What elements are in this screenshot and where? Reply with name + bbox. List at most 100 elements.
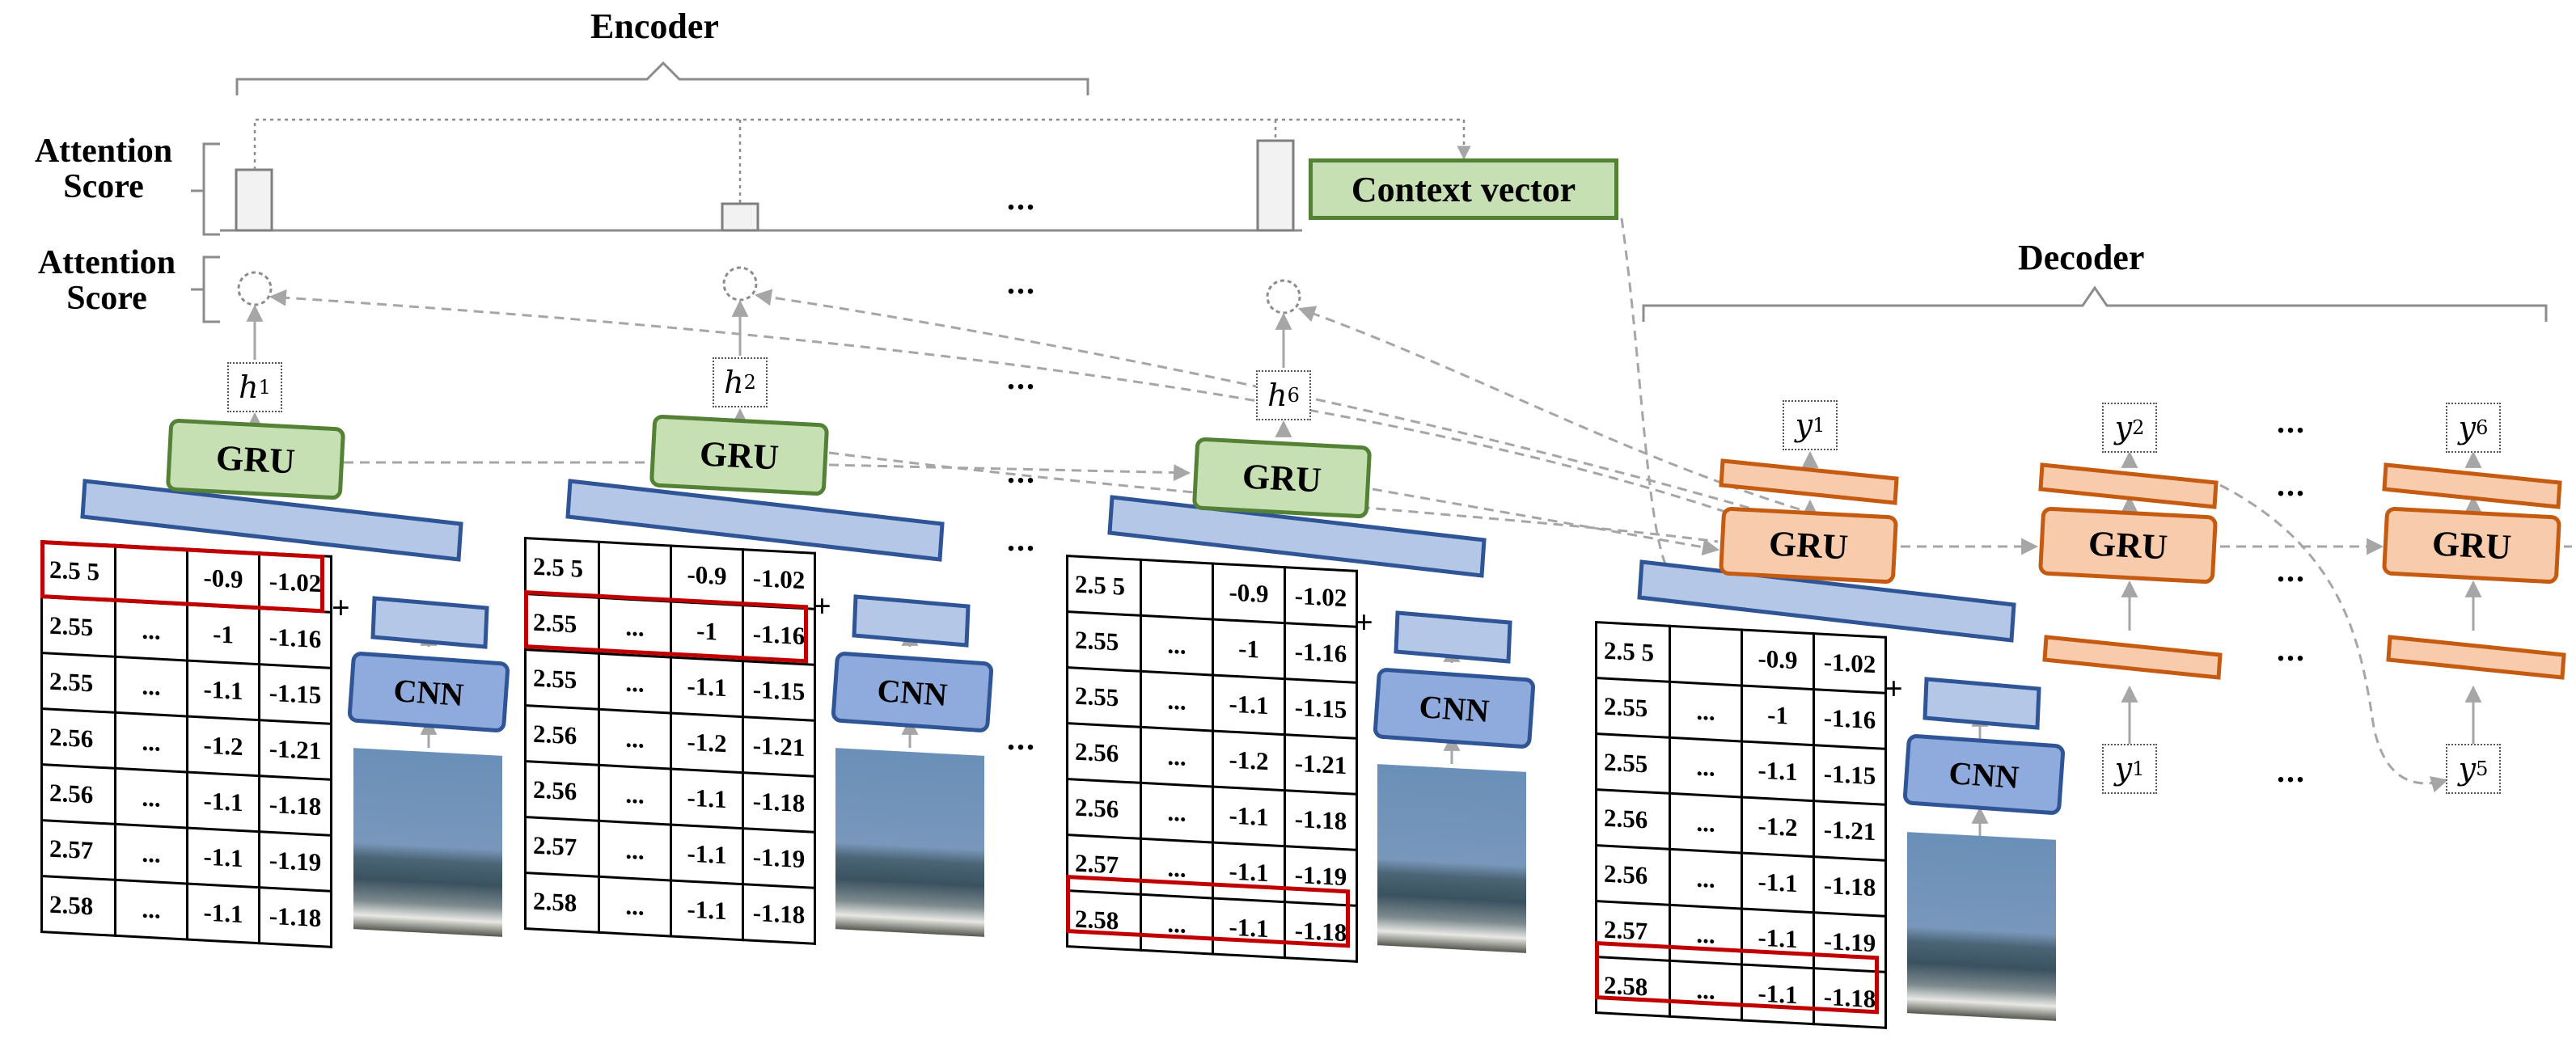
table-cell: -1.18	[742, 884, 815, 944]
table-cell: -1.1	[1741, 909, 1814, 969]
plus-sign: +	[813, 588, 831, 624]
fc-bar-3	[1107, 495, 1487, 578]
cnn-fc-1	[370, 596, 489, 649]
table-cell: ...	[115, 656, 188, 717]
table-cell: -1.1	[1741, 741, 1814, 801]
table-cell: ...	[1669, 905, 1742, 965]
table-cell: -1.19	[1813, 912, 1886, 973]
table-cell: -1.1	[187, 661, 260, 720]
table-cell: ...	[1140, 838, 1213, 899]
table-cell: 2.55	[41, 652, 116, 713]
table-cell: 2.55	[1067, 667, 1141, 728]
encoder-brace	[235, 61, 1089, 95]
table-cell: ...	[1669, 682, 1742, 742]
table-cell: -1.21	[1813, 800, 1886, 861]
table-cell: -1.2	[670, 713, 743, 773]
table-cell: -1.18	[259, 887, 332, 948]
table-cell: ...	[599, 821, 671, 881]
plus-sign: +	[332, 589, 350, 626]
fc-bar-1	[80, 479, 463, 562]
table-cell: -1.1	[670, 880, 743, 940]
table-cell: -1.02	[1813, 633, 1886, 694]
input-image-2	[835, 748, 984, 937]
table-cell: ...	[1140, 671, 1213, 732]
ellipsis: ...	[2277, 403, 2306, 440]
ellipsis: ...	[1007, 264, 1036, 301]
table-cell: -1.2	[1212, 731, 1285, 791]
ellipsis: ...	[1007, 180, 1036, 217]
attention-score-label-top: Attention Score	[34, 133, 173, 206]
input-image-1	[353, 748, 502, 937]
cnn-fc-4	[1922, 677, 2041, 730]
table-cell: -0.9	[670, 546, 743, 606]
table-cell: -1.2	[187, 716, 260, 776]
table-cell: -1.1	[187, 772, 260, 832]
table-cell: ...	[115, 880, 188, 940]
table-cell: ...	[1140, 615, 1213, 676]
table-cell: -1.19	[259, 831, 332, 892]
table-cell: -1.19	[1284, 846, 1357, 906]
cnn-block-4: CNN	[1902, 733, 2066, 816]
table-cell: -1.16	[1284, 623, 1357, 683]
table-cell: ...	[115, 768, 188, 829]
table-cell: -1.16	[1813, 689, 1886, 749]
context-vector-label: Context vector	[1351, 169, 1576, 209]
table-cell: ...	[1140, 894, 1213, 955]
table-cell: ...	[1140, 783, 1213, 843]
table-cell: 2.56	[1596, 845, 1670, 905]
decoder-title: Decoder	[2018, 238, 2145, 277]
table-cell: -1	[1212, 619, 1285, 679]
table-cell: 2.56	[41, 708, 116, 769]
table-cell: ...	[1669, 849, 1742, 910]
table-cell: ...	[1669, 737, 1742, 798]
gru-encoder-1: GRU	[165, 418, 346, 500]
table-cell: ...	[1669, 960, 1742, 1021]
decoder-embed-2	[2042, 635, 2223, 680]
table-cell: -1.1	[1212, 842, 1285, 902]
table-cell: -1.1	[1212, 787, 1285, 846]
table-cell: 2.5 5	[1596, 622, 1670, 682]
gru-decoder-1: GRU	[1718, 506, 1899, 585]
table-cell: ...	[1140, 727, 1213, 787]
decoder-fc-top-2	[2038, 462, 2219, 509]
table-cell: -0.9	[1212, 563, 1285, 623]
table-cell: -1.1	[670, 769, 743, 829]
gru-encoder-6: GRU	[1191, 437, 1373, 519]
table-cell: -1.1	[187, 884, 260, 943]
table-cell: -1.02	[742, 549, 815, 610]
table-cell: 2.56	[525, 705, 599, 766]
table-cell: 2.56	[41, 764, 116, 825]
table-cell	[1140, 559, 1213, 620]
decoder-fc-top-1	[1719, 458, 1899, 505]
table-cell: -0.9	[1741, 630, 1814, 690]
cnn-fc-3	[1394, 610, 1512, 664]
fc-bar-2	[565, 479, 945, 562]
cnn-block-3: CNN	[1373, 667, 1536, 749]
table-cell: 2.5 5	[525, 538, 599, 598]
table-cell: -1.15	[1284, 678, 1357, 739]
table-cell: 2.58	[1596, 956, 1670, 1017]
table-cell: 2.55	[1596, 733, 1670, 794]
context-connector	[253, 118, 1471, 170]
table-cell: 2.55	[525, 593, 599, 654]
attention-score-label-bottom: Attention Score	[37, 244, 176, 318]
table-cell: ...	[115, 601, 188, 661]
ellipsis: ...	[2277, 552, 2306, 589]
table-cell: -1.02	[1284, 567, 1357, 627]
table-cell: -1.15	[259, 664, 332, 724]
table-cell: -0.9	[187, 549, 260, 609]
decoder-embed-3	[2386, 635, 2566, 680]
table-cell: 2.55	[1067, 611, 1141, 672]
table-cell: 2.56	[1067, 723, 1141, 783]
table-cell: -1.1	[1741, 853, 1814, 913]
table-cell: ...	[599, 709, 671, 770]
